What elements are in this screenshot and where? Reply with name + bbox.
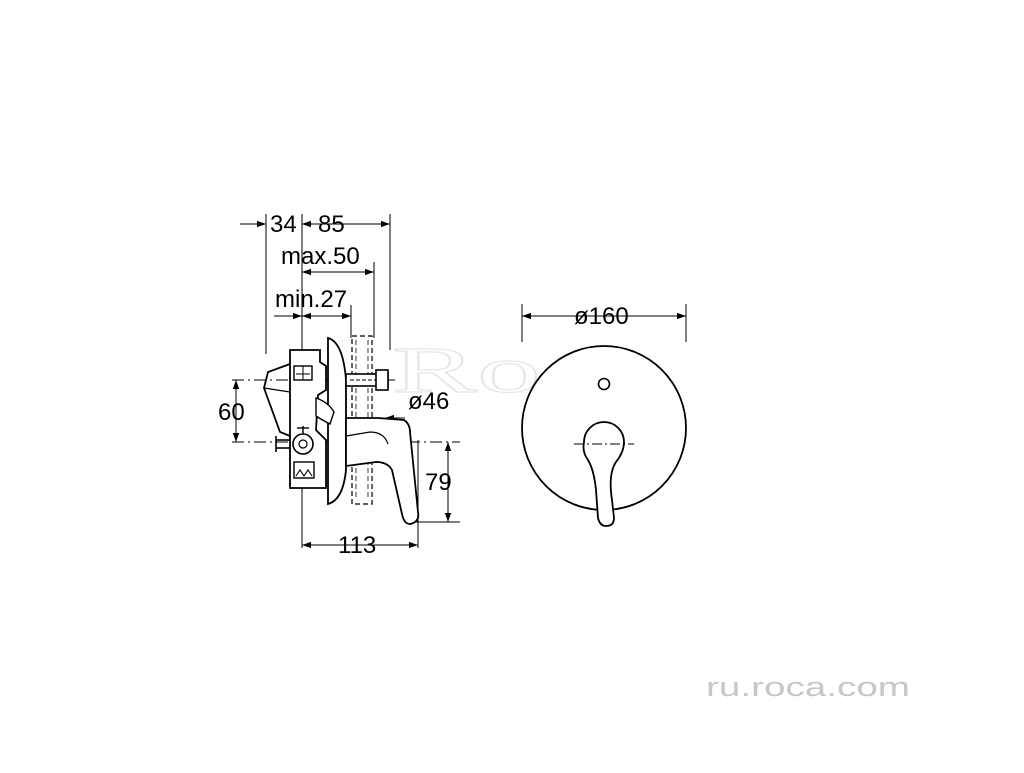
lever-handle-front [582,421,625,527]
dim-160-label: ø160 [574,303,629,330]
dim-79-label: 79 [425,469,452,496]
front-view [521,304,687,527]
website-label[interactable]: ru.roca.com [706,672,910,702]
diverter-knob [375,369,389,391]
lower-nut [293,461,315,479]
dim-min27-label: min.27 [275,286,347,313]
valve-inlet [263,363,291,437]
dim-113-label: 113 [338,532,376,559]
dim-60-label: 60 [218,399,245,426]
dim-46-label: ø46 [408,388,449,415]
cover-plate-side [327,336,347,506]
lever-handle-side [345,417,420,525]
side-view [232,214,460,549]
dim-max50-label: max.50 [281,243,360,270]
dim-85-label: 85 [318,211,345,238]
dim-34-label: 34 [270,211,297,238]
diverter-button [597,377,611,391]
